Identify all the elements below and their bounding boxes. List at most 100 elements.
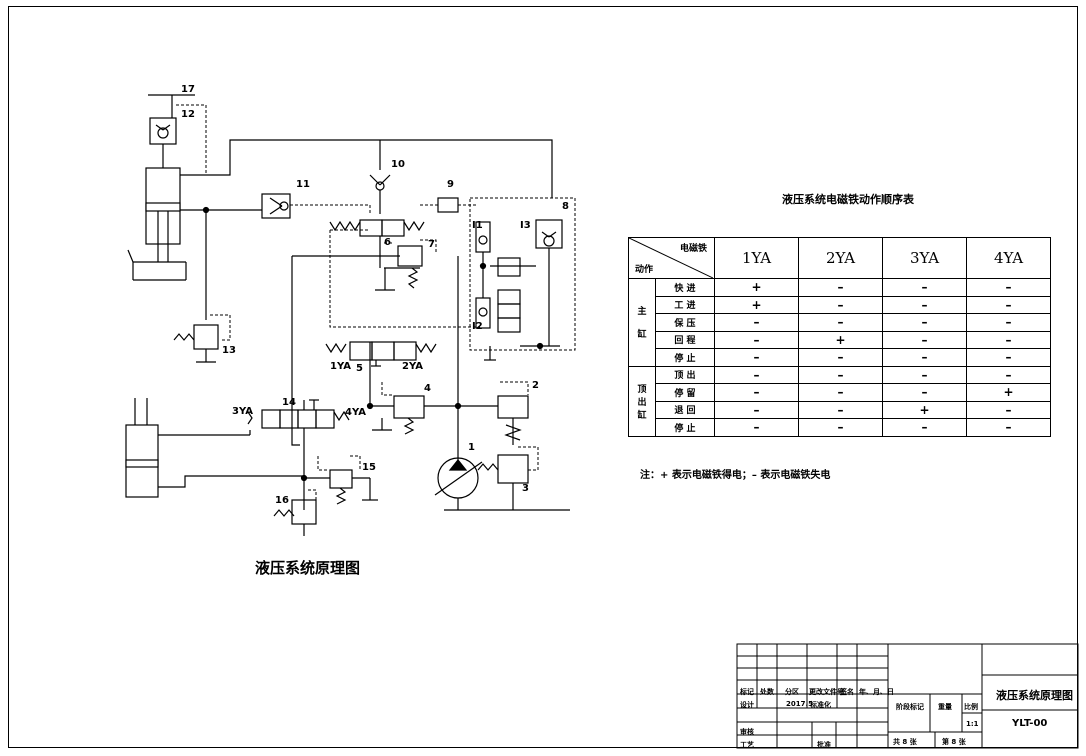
label-5: 5 bbox=[356, 363, 363, 374]
tb-approve: 批准 bbox=[817, 741, 831, 749]
value-cell: + bbox=[714, 295, 799, 314]
value-cell: – bbox=[714, 400, 799, 419]
action-cell: 回 程 bbox=[655, 330, 715, 349]
tb-header: 处数 bbox=[760, 688, 774, 696]
label-17: 17 bbox=[181, 84, 195, 95]
value-cell: – bbox=[798, 418, 883, 437]
value-cell: + bbox=[882, 400, 967, 419]
table-row: 退 回 – – + – bbox=[629, 400, 1051, 419]
value-cell: – bbox=[714, 418, 799, 437]
action-cell: 保 压 bbox=[655, 313, 715, 332]
tb-stage: 阶段标记 bbox=[896, 703, 924, 711]
label-12: 12 bbox=[181, 109, 195, 120]
table-title: 液压系统电磁铁动作顺序表 bbox=[782, 193, 914, 206]
value-cell: – bbox=[966, 365, 1051, 384]
tb-drawing-name: 液压系统原理图 bbox=[996, 689, 1073, 702]
label-10: 10 bbox=[391, 159, 405, 170]
table-row: 主缸 快 进 + – – – bbox=[628, 278, 1051, 367]
value-cell: – bbox=[882, 365, 967, 384]
value-cell: – bbox=[882, 278, 967, 297]
tb-header: 年、月、日 bbox=[859, 688, 894, 696]
table-row: 保 压 – – – – bbox=[629, 313, 1051, 332]
corner-bottom: 动作 bbox=[635, 265, 654, 275]
value-cell: – bbox=[966, 330, 1051, 349]
value-cell: – bbox=[798, 365, 883, 384]
label-I3: I3 bbox=[520, 220, 531, 231]
value-cell: – bbox=[798, 313, 883, 332]
label-3: 3 bbox=[522, 483, 529, 494]
value-cell: – bbox=[882, 313, 967, 332]
label-15: 15 bbox=[362, 462, 376, 473]
tb-design: 设计 bbox=[740, 701, 754, 709]
value-cell: – bbox=[798, 400, 883, 419]
drawing-frame bbox=[8, 6, 1078, 748]
value-cell: + bbox=[966, 383, 1051, 402]
table-row: 回 程 – + – – bbox=[629, 330, 1051, 349]
value-cell: – bbox=[966, 400, 1051, 419]
value-cell: – bbox=[798, 295, 883, 314]
value-cell: – bbox=[882, 295, 967, 314]
tb-date: 2017.5 bbox=[786, 700, 814, 708]
tb-sheet-no: 第 8 张 bbox=[942, 738, 966, 746]
value-cell: – bbox=[714, 365, 799, 384]
action-cell: 停 止 bbox=[655, 418, 715, 437]
label-16: 16 bbox=[275, 495, 289, 506]
table-note: 注：+ 表示电磁铁得电；– 表示电磁铁失电 bbox=[640, 470, 831, 481]
label-1: 1 bbox=[468, 442, 475, 453]
label-8: 8 bbox=[562, 201, 569, 212]
value-cell: – bbox=[798, 278, 883, 297]
action-cell: 停 留 bbox=[655, 383, 715, 402]
table-row: 工 进 + – – – bbox=[629, 295, 1051, 314]
label-13: 13 bbox=[222, 345, 236, 356]
tb-header: 分区 bbox=[785, 688, 799, 696]
label-2YA: 2YA bbox=[402, 361, 423, 372]
action-cell: 退 回 bbox=[655, 400, 715, 419]
value-cell: – bbox=[966, 278, 1051, 297]
corner-cell: 电磁铁 动作 bbox=[628, 237, 715, 279]
tb-drawing-code: YLT-00 bbox=[1012, 718, 1048, 729]
value-cell: – bbox=[798, 383, 883, 402]
label-4: 4 bbox=[424, 383, 431, 394]
tb-header: 标记 bbox=[740, 688, 754, 696]
label-2: 2 bbox=[532, 380, 539, 391]
table-row: 停 止 – – – – bbox=[629, 418, 1051, 437]
value-cell: – bbox=[882, 330, 967, 349]
value-cell: – bbox=[966, 313, 1051, 332]
action-cell: 快 进 bbox=[655, 278, 715, 297]
column-header: 4YA bbox=[966, 237, 1051, 279]
value-cell: – bbox=[798, 348, 883, 367]
label-I2: I2 bbox=[472, 321, 483, 332]
label-11: 11 bbox=[296, 179, 310, 190]
label-7: 7 bbox=[428, 239, 435, 250]
tb-process: 工艺 bbox=[740, 741, 754, 749]
value-cell: – bbox=[882, 418, 967, 437]
tb-standardization: 标准化 bbox=[810, 701, 831, 709]
value-cell: + bbox=[714, 278, 799, 297]
value-cell: – bbox=[966, 418, 1051, 437]
column-header: 2YA bbox=[798, 237, 883, 279]
label-1YA: 1YA bbox=[330, 361, 351, 372]
value-cell: – bbox=[966, 295, 1051, 314]
table-row: 停 止 – – – – bbox=[629, 348, 1051, 367]
label-3YA: 3YA bbox=[232, 406, 253, 417]
tb-sheets: 共 8 张 bbox=[893, 738, 917, 746]
table-row: 停 留 – – – + bbox=[629, 383, 1051, 402]
label-6: 6 bbox=[384, 237, 391, 248]
tb-review: 审核 bbox=[740, 728, 754, 736]
tb-header: 签名 bbox=[840, 688, 854, 696]
action-cell: 停 止 bbox=[655, 348, 715, 367]
value-cell: – bbox=[966, 348, 1051, 367]
value-cell: – bbox=[714, 313, 799, 332]
tb-header: 更改文件号 bbox=[809, 688, 844, 696]
tb-scale-value: 1:1 bbox=[966, 720, 979, 728]
diagram-title: 液压系统原理图 bbox=[255, 559, 361, 577]
label-9: 9 bbox=[447, 179, 454, 190]
group-cell: 主缸 bbox=[628, 278, 656, 367]
value-cell: – bbox=[882, 348, 967, 367]
label-14: 14 bbox=[282, 397, 296, 408]
value-cell: – bbox=[882, 383, 967, 402]
value-cell: + bbox=[798, 330, 883, 349]
value-cell: – bbox=[714, 330, 799, 349]
group-cell: 顶出缸 bbox=[628, 365, 656, 437]
